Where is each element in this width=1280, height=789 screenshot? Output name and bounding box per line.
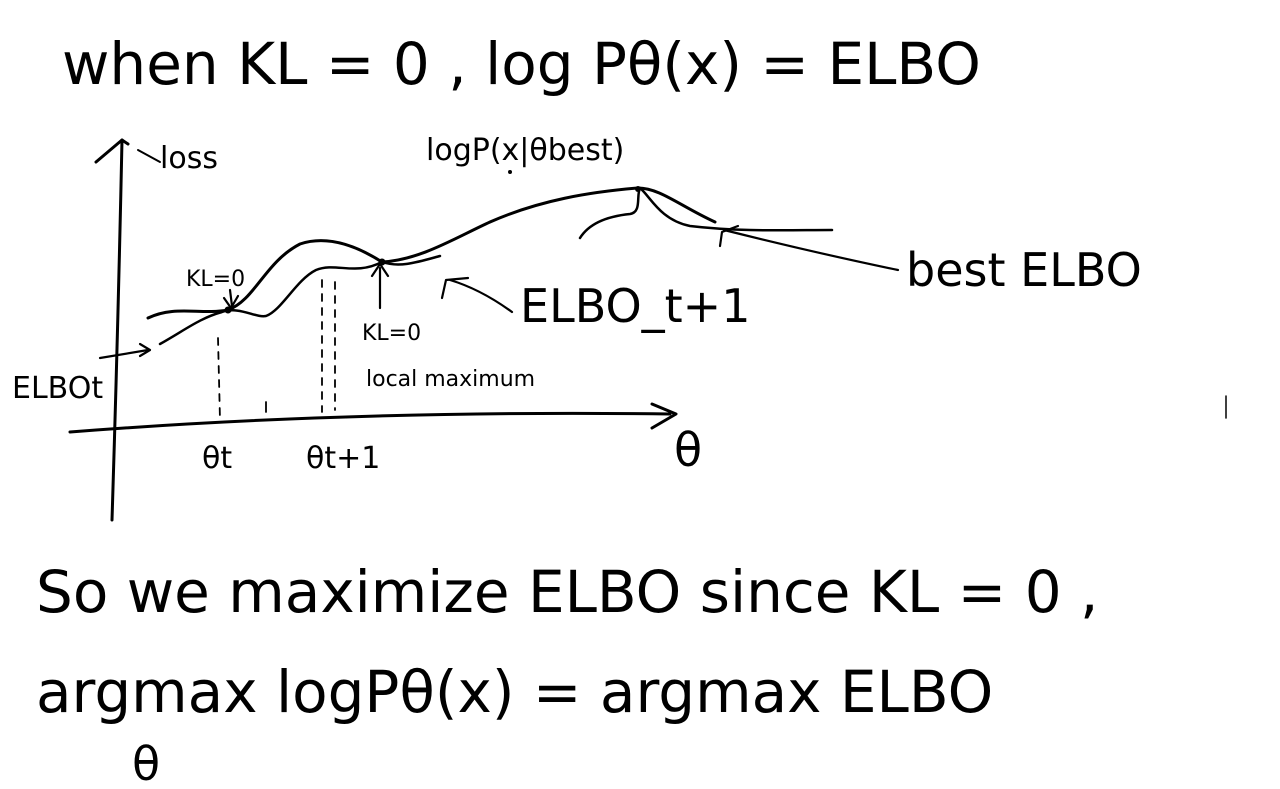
elbo-t-curve — [158, 260, 384, 346]
best-elbo-arrowhead — [718, 224, 740, 248]
theta-t-dashed-line — [217, 337, 221, 421]
y-axis-arrowhead — [94, 138, 130, 164]
elbo-t1-curve — [380, 254, 442, 266]
dot-mark — [508, 170, 512, 174]
kl-zero-point-t — [224, 306, 232, 314]
theta-t1-label: θt+1 — [306, 441, 380, 476]
kl-zero-label-2: KL=0 — [362, 321, 421, 346]
y-axis — [110, 138, 124, 522]
theta-t-label: θt — [202, 441, 232, 476]
kl-zero-label-1: KL=0 — [186, 267, 245, 292]
elbo-t-arrowhead — [138, 342, 152, 358]
elbo-t-label: ELBOt — [12, 371, 103, 406]
best-elbo-label: best ELBO — [906, 243, 1142, 297]
top-annotation: logP(x|θbest) — [426, 133, 624, 168]
y-axis-label: loss — [160, 141, 218, 176]
kl0-arrowhead-1 — [222, 294, 240, 310]
y-axis-label-tick — [137, 149, 161, 163]
elbo-t-arrow — [98, 348, 150, 360]
elbo-t1-label: ELBO_t+1 — [520, 279, 751, 333]
heading-equation: when KL = 0 , log Pθ(x) = ELBO — [62, 30, 981, 98]
conclusion-line-2: argmax logPθ(x) = argmax ELBO — [36, 658, 993, 726]
x-axis-arrowhead — [650, 402, 678, 430]
elbo-t1-arrow — [448, 278, 514, 314]
x-axis — [68, 411, 672, 434]
best-elbo-arrow — [722, 228, 900, 272]
conclusion-line-1: So we maximize ELBO since KL = 0 , — [36, 558, 1098, 626]
kl0-arrowhead-2 — [370, 262, 390, 278]
local-maximum-label: local maximum — [366, 367, 535, 392]
x-axis-label: θ — [674, 423, 702, 477]
kl0-arrow-1 — [228, 288, 234, 308]
best-elbo-curve — [578, 186, 834, 240]
elbo-t1-arrowhead — [440, 276, 470, 300]
conclusion-argmax-subscript: θ — [132, 737, 160, 789]
best-point — [635, 186, 641, 192]
